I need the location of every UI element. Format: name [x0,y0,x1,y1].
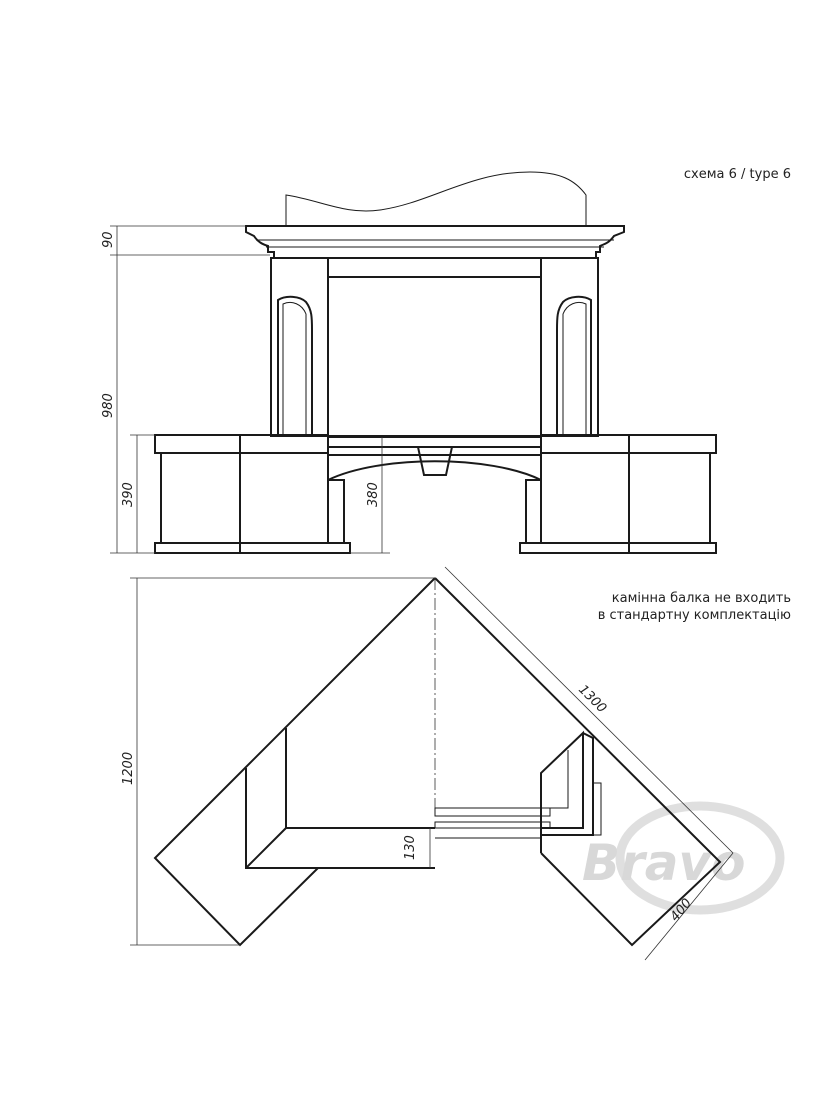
dim-400: 400 [668,896,695,925]
beam-plan [434,807,551,817]
svg-text:Bravo: Bravo [582,834,745,892]
scheme-label: схема 6 / type 6 [683,167,791,182]
plan-view: 1200 1300 400 130 [121,566,734,961]
right-pillar [540,257,599,437]
bravo-logo: Bravo [582,801,785,915]
dim-130: 130 [403,835,418,860]
beam-note-line-2: в стандартну комплектацію [597,608,791,623]
left-pillar [270,257,329,437]
dim-1300: 1300 [575,682,609,716]
beam-note-line-1: камінна балка не входить [611,591,791,606]
dim-1200: 1200 [121,752,136,785]
dim-90: 90 [101,231,116,248]
front-elevation: 90 980 390 380 [101,171,717,554]
left-bench-top [154,434,329,454]
dim-390: 390 [121,482,136,507]
beam-note: камінна балка не входить в стандартну ко… [598,590,791,624]
dim-980: 980 [101,393,116,418]
cornice [245,225,625,259]
wave-panel [285,171,587,225]
keystone [416,446,454,476]
fireplace-beam [327,436,542,448]
dim-380: 380 [366,482,381,507]
